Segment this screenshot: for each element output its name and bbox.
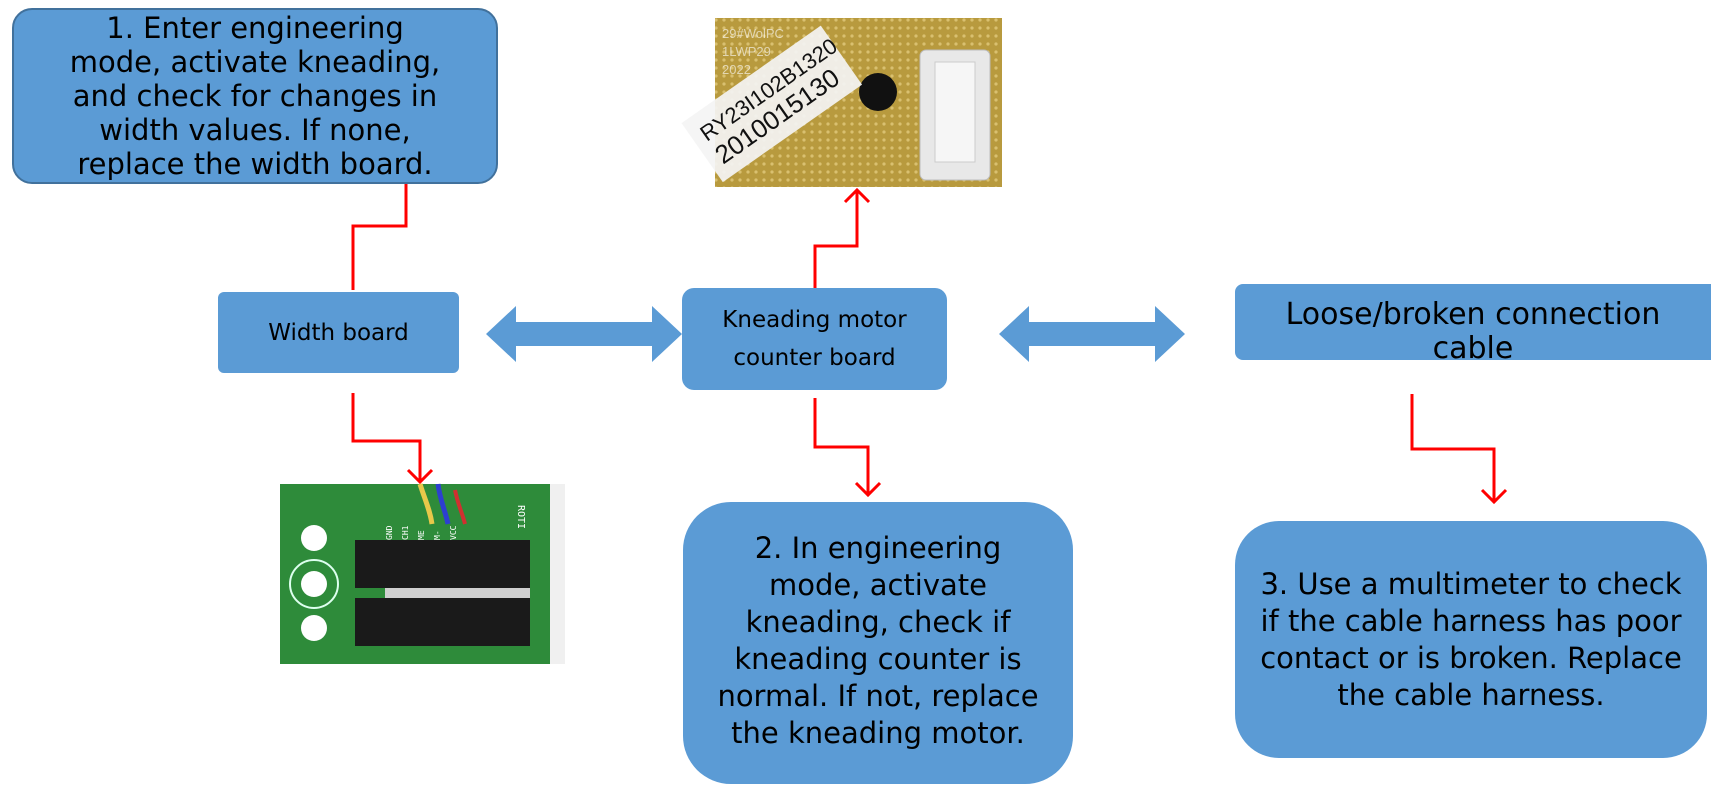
arrow-cable-to-step3-head: [1480, 488, 1508, 505]
bottom-board-pin-4: M-: [433, 530, 442, 540]
loose-cable-box: Loose/broken connection cable: [1235, 284, 1711, 366]
top-board-hole: [859, 73, 897, 111]
width-board-label: Width board: [268, 319, 409, 346]
bottom-board-sensor-gap: [385, 588, 530, 598]
bottom-board-wire-red: [453, 489, 467, 525]
top-board-connector-slot: [934, 61, 976, 163]
arrow-cable-to-step3: [1410, 394, 1496, 502]
top-board-sticker: [681, 25, 863, 183]
bottom-board-hole-2: [301, 571, 327, 597]
top-board-photo: RY23I102B1320 2010015130 29#WolPC 1LWP29…: [681, 18, 1002, 187]
connector-step1-width: [351, 184, 408, 290]
bottom-board-sensor-top: [355, 540, 530, 588]
arrow-width-to-photo: [351, 393, 422, 482]
arrow-kneading-to-step2: [813, 398, 870, 495]
step2-box: 2. In engineering mode, activate kneadin…: [683, 502, 1073, 784]
step1-box: 1. Enter engineering mode, activate knea…: [12, 8, 498, 184]
bottom-board-pin-5: VCC: [449, 525, 458, 540]
double-arrow-kneading-cable: [999, 306, 1185, 362]
bottom-board-side-text: ROTI: [515, 505, 526, 529]
bottom-board-wire-yellow: [417, 483, 435, 525]
bottom-board-photo: GND CH1 ME M- VCC ROTI: [280, 483, 565, 664]
bottom-board-pin-1: GND: [385, 525, 394, 540]
arrow-kneading-to-top-photo-head: [843, 187, 871, 204]
top-board-faint-3: 2022: [722, 62, 751, 77]
kneading-counter-label: Kneading motor counter board: [722, 307, 907, 371]
step2-text: 2. In engineering mode, activate kneadin…: [717, 531, 1039, 750]
bottom-board-sensor-bottom: [355, 598, 530, 646]
arrow-width-to-photo-head: [406, 468, 434, 485]
width-board-box: Width board: [218, 292, 459, 373]
loose-cable-label: Loose/broken connection cable: [1285, 297, 1661, 366]
arrow-kneading-to-step2-head: [854, 481, 882, 498]
arrow-kneading-to-top-photo: [813, 190, 859, 288]
kneading-counter-box: Kneading motor counter board: [682, 288, 947, 390]
step1-text: 1. Enter engineering mode, activate knea…: [69, 11, 441, 181]
step3-box: 3. Use a multimeter to check if the cabl…: [1235, 521, 1707, 758]
bottom-board-hole-1: [301, 525, 327, 551]
double-arrow-width-kneading: [486, 306, 682, 362]
bottom-board-pin-2: CH1: [401, 525, 410, 540]
bottom-board-hole-ring: [289, 559, 339, 609]
step3-text: 3. Use a multimeter to check if the cabl…: [1260, 566, 1682, 712]
bottom-board-hole-3: [301, 615, 327, 641]
top-board-faint-2: 1LWP29: [722, 44, 771, 59]
top-board-faint-1: 29#WolPC: [722, 26, 784, 41]
bottom-board-pin-3: ME: [417, 530, 426, 540]
bottom-board-wire-blue: [435, 483, 451, 525]
